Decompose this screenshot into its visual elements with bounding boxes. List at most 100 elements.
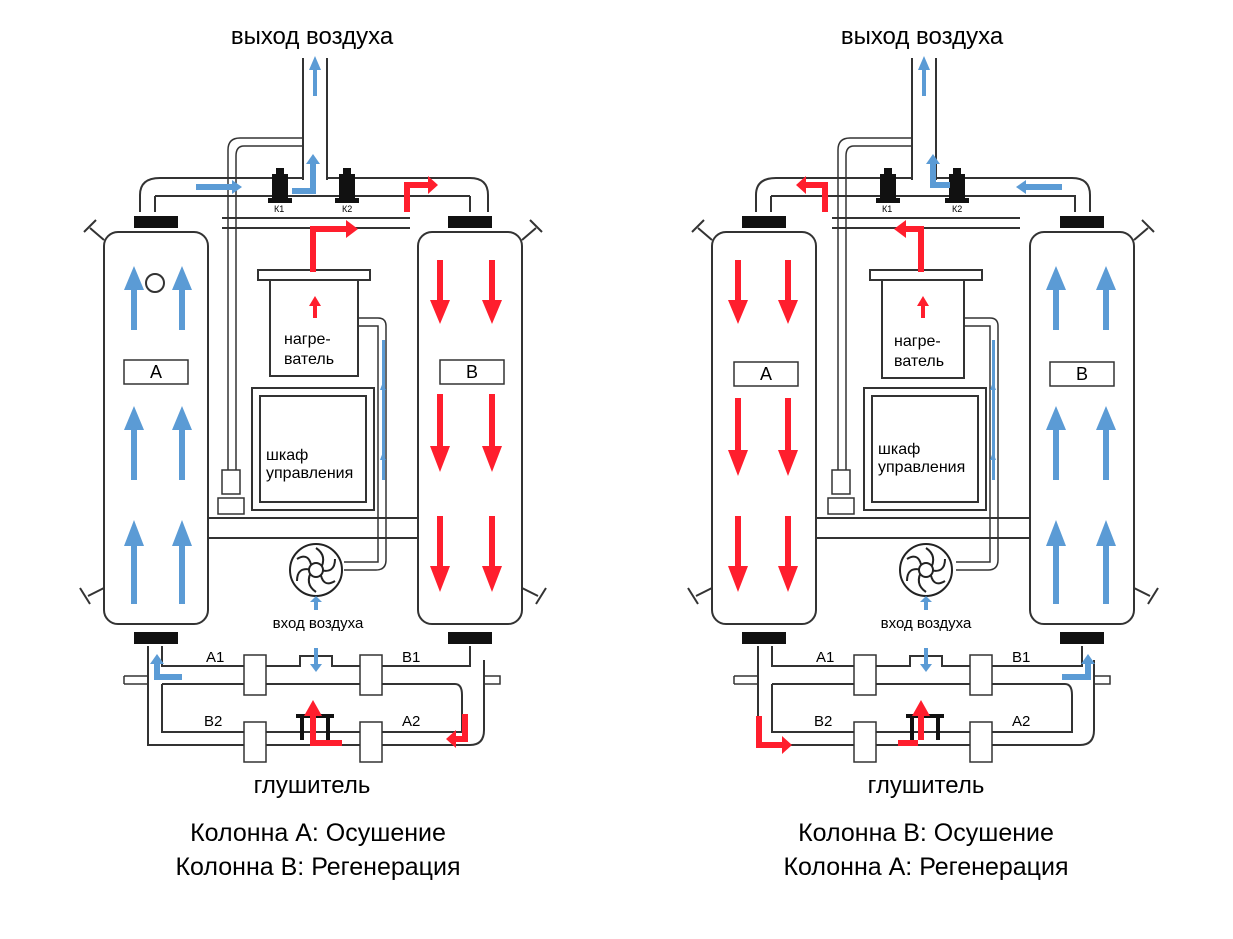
regulator: [221, 469, 241, 495]
silencer: [906, 714, 944, 740]
regulator-base: [217, 497, 245, 515]
cabinet-label-2: управления: [878, 459, 965, 476]
valve-b1: [359, 654, 383, 696]
bottom-frame-stub: [733, 675, 1111, 685]
regulator: [831, 469, 851, 495]
valve-k1-label: К1: [882, 204, 892, 214]
column-b-bottom-flange: [448, 632, 492, 644]
cabinet-label-1: шкаф: [878, 441, 920, 458]
column-b-side-fitting-bottom: [521, 587, 547, 605]
inlet-label: вход воздуха: [881, 615, 972, 632]
outlet-pipe: [302, 58, 328, 180]
column-b-side-fitting-bottom: [1133, 587, 1159, 605]
status-line-2: Колонна B: Регенерация: [175, 853, 460, 881]
column-b-top-flange: [1060, 216, 1104, 228]
valve-k1-label: К1: [274, 204, 284, 214]
blower-fan-icon: [289, 543, 343, 597]
cabinet-label-2: управления: [266, 465, 353, 482]
heater-label-2: ватель: [284, 351, 334, 368]
regeneration-arrows: [304, 176, 502, 748]
inlet-label: вход воздуха: [273, 615, 364, 632]
column-b-label: B: [466, 362, 478, 382]
cooling-line: [344, 317, 387, 571]
valve-b1-label: B1: [402, 649, 420, 666]
valve-k2-label: К2: [952, 204, 962, 214]
valve-b2-label: B2: [204, 713, 222, 730]
column-a-side-fitting-top: [83, 219, 105, 241]
bottom-frame-stub: [123, 675, 501, 685]
panel-b-drying: A B нагре- ватель шкаф управления A1 B1 …: [687, 23, 1159, 881]
column-b-label: B: [1076, 364, 1088, 384]
cooling-line: [956, 317, 999, 571]
valve-k2-label: К2: [342, 204, 352, 214]
column-a-bottom-flange: [134, 632, 178, 644]
heater-lid: [869, 269, 983, 281]
cabinet-label-1: шкаф: [266, 447, 308, 464]
column-a-side-fitting-bottom: [687, 587, 713, 605]
status-line-1: Колонна A: Осушение: [190, 819, 446, 847]
heater-label-1: нагре-: [894, 333, 941, 350]
column-b-body: [1029, 231, 1135, 625]
valve-a2: [969, 721, 993, 763]
valve-b2: [243, 721, 267, 763]
column-a-label-box: [123, 359, 189, 385]
frame-beam: [816, 517, 1030, 539]
silencer-label: глушитель: [254, 772, 371, 799]
column-b-top-flange: [448, 216, 492, 228]
heater-label-1: нагре-: [284, 331, 331, 348]
valve-b1-label: B1: [1012, 649, 1030, 666]
regulator-base: [827, 497, 855, 515]
column-b-side-fitting-top: [521, 219, 543, 241]
outlet-label: выход воздуха: [231, 23, 394, 50]
column-a-side-fitting-bottom: [79, 587, 105, 605]
valve-bar: [832, 217, 1020, 229]
status-line-1: Колонна B: Осушение: [798, 819, 1054, 847]
valve-a2-label: A2: [402, 713, 420, 730]
valve-b1: [969, 654, 993, 696]
column-b-label-box: [1049, 361, 1115, 387]
column-b-side-fitting-top: [1133, 219, 1155, 241]
valve-a1-label: A1: [206, 649, 224, 666]
column-a-label-box: [733, 361, 799, 387]
heater-label-2: ватель: [894, 353, 944, 370]
valve-b2: [853, 721, 877, 763]
outlet-label: выход воздуха: [841, 23, 1004, 50]
bypass-line: [227, 137, 303, 470]
dry-air-arrows: [124, 56, 386, 680]
valve-a1-label: A1: [816, 649, 834, 666]
valve-a1: [853, 654, 877, 696]
heater-body: [269, 279, 359, 377]
panel-a-drying: A B нагре- ватель шкаф управления: [79, 23, 547, 881]
top-manifold: [139, 177, 489, 212]
regeneration-arrows: [728, 176, 930, 754]
top-manifold: [755, 177, 1091, 212]
control-cabinet-door: [871, 395, 979, 503]
dry-air-arrows: [918, 56, 1116, 680]
column-b-label-box: [439, 359, 505, 385]
status-line-2: Колонна A: Регенерация: [783, 853, 1068, 881]
valve-k1-icon: [268, 168, 292, 203]
valve-k1-icon: [876, 168, 900, 203]
column-a-side-fitting-top: [691, 219, 713, 241]
frame-beam: [208, 517, 418, 539]
column-a-top-flange: [742, 216, 786, 228]
valve-a2: [359, 721, 383, 763]
valve-a1: [243, 654, 267, 696]
control-cabinet-door: [259, 395, 367, 503]
valve-a2-label: A2: [1012, 713, 1030, 730]
valve-k2-icon: [945, 168, 969, 203]
column-a-body: [711, 231, 817, 625]
column-b-bottom-flange: [1060, 632, 1104, 644]
silencer-label: глушитель: [868, 772, 985, 799]
bypass-line: [837, 137, 912, 470]
blower-fan-icon: [899, 543, 953, 597]
column-a-label: A: [150, 362, 162, 382]
column-a-gauge: [145, 273, 165, 293]
column-b-body: [417, 231, 523, 625]
valve-b2-label: B2: [814, 713, 832, 730]
valve-k2-icon: [335, 168, 359, 203]
column-a-top-flange: [134, 216, 178, 228]
column-a-label: A: [760, 364, 772, 384]
column-a-bottom-flange: [742, 632, 786, 644]
